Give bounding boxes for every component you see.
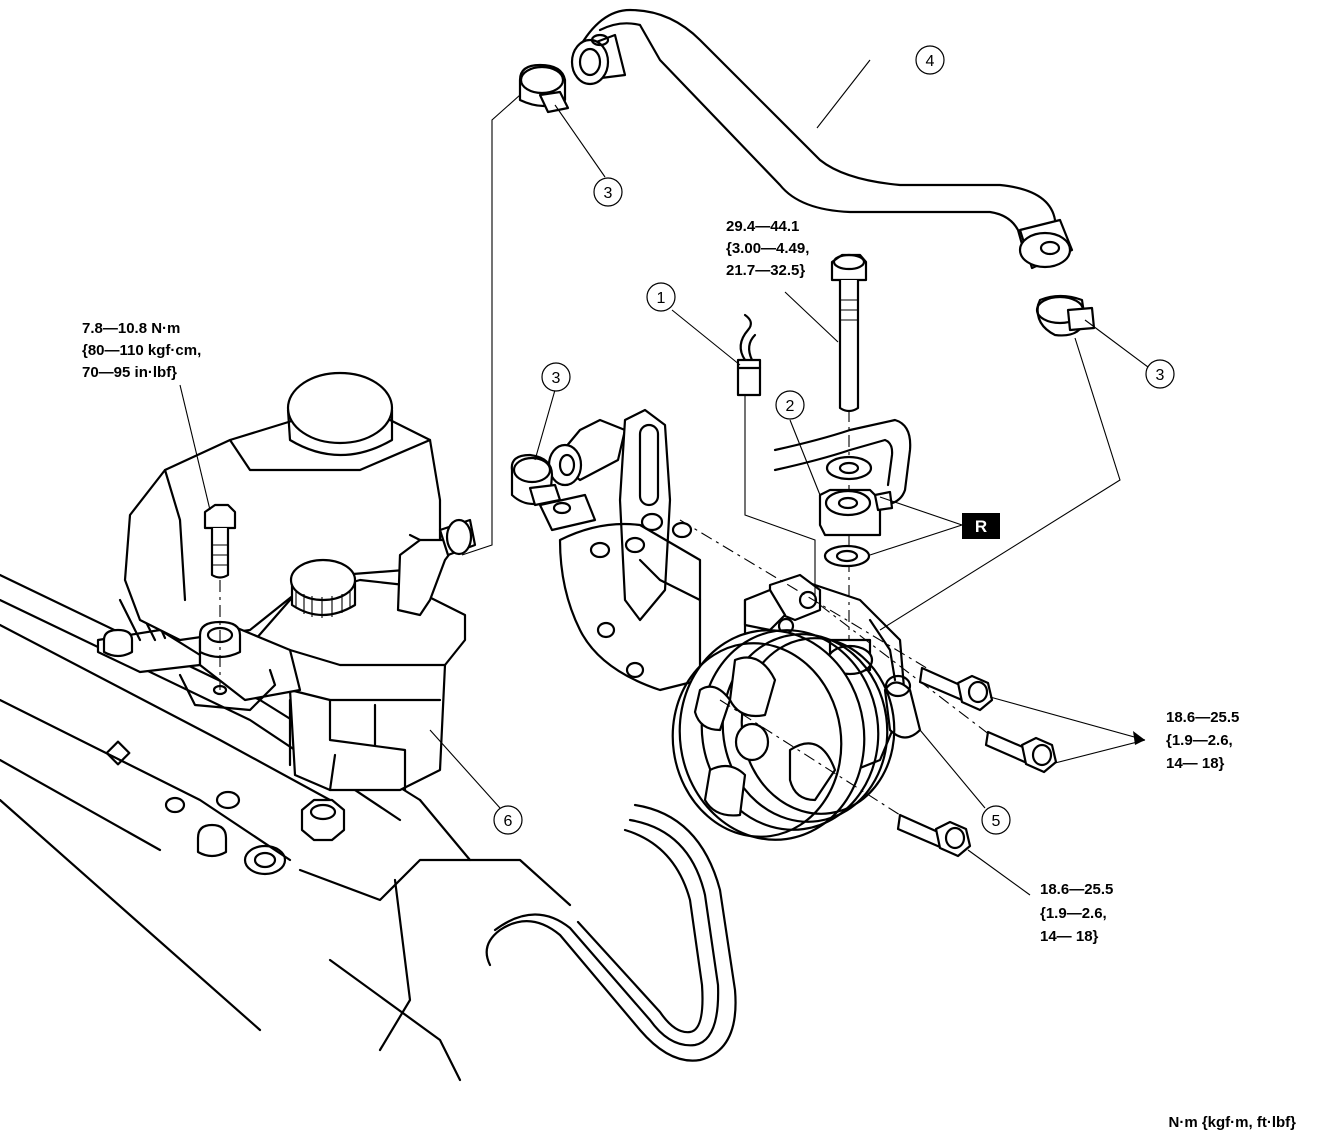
torque-spec-reservoir: 7.8—10.8 N·m {80—110 kgf·cm, 70—95 in·lb… bbox=[82, 320, 201, 381]
svg-text:18.6—25.5: 18.6—25.5 bbox=[1166, 709, 1239, 726]
pump-bolt-a bbox=[918, 666, 994, 712]
replace-part-marker: R bbox=[962, 513, 1000, 539]
svg-text:29.4—44.1: 29.4—44.1 bbox=[726, 218, 799, 235]
callout-6: 6 bbox=[493, 805, 523, 835]
svg-text:21.7—32.5}: 21.7—32.5} bbox=[726, 262, 805, 279]
svg-text:3: 3 bbox=[552, 370, 561, 387]
torque-spec-pipe-bolt: 29.4—44.1 {3.00—4.49, 21.7—32.5} bbox=[726, 218, 809, 279]
callout-3-right: 3 bbox=[1145, 359, 1175, 389]
callout-3-middle: 3 bbox=[541, 362, 571, 392]
callout-4: 4 bbox=[915, 45, 945, 75]
svg-text:4: 4 bbox=[926, 53, 935, 70]
svg-text:70—95 in·lbf}: 70—95 in·lbf} bbox=[82, 364, 177, 381]
marker-label: R bbox=[975, 517, 987, 536]
pressure-pipe-bolt bbox=[830, 253, 868, 413]
svg-text:{3.00—4.49,: {3.00—4.49, bbox=[726, 240, 809, 257]
svg-text:{1.9—2.6,: {1.9—2.6, bbox=[1166, 732, 1233, 749]
pump-bolt-c bbox=[896, 813, 972, 858]
svg-text:1: 1 bbox=[657, 290, 666, 307]
pump-bolt-b bbox=[984, 730, 1058, 774]
hose-clamp-upper bbox=[518, 63, 570, 114]
svg-text:{80—110 kgf·cm,: {80—110 kgf·cm, bbox=[82, 342, 201, 359]
coolant-tank bbox=[123, 371, 442, 642]
return-hose bbox=[570, 8, 1074, 270]
reservoir bbox=[178, 518, 477, 792]
pressure-pipe bbox=[773, 418, 912, 568]
callout-3-upper: 3 bbox=[593, 177, 623, 207]
svg-text:3: 3 bbox=[1156, 367, 1165, 384]
drive-belt bbox=[485, 803, 737, 1062]
svg-text:3: 3 bbox=[604, 185, 613, 202]
pump-pulley bbox=[671, 629, 896, 841]
svg-text:14— 18}: 14— 18} bbox=[1166, 755, 1225, 772]
engine-frame bbox=[0, 573, 572, 1082]
svg-text:{1.9—2.6,: {1.9—2.6, bbox=[1040, 905, 1107, 922]
svg-text:18.6—25.5: 18.6—25.5 bbox=[1040, 881, 1113, 898]
inlet-hose bbox=[510, 418, 627, 507]
svg-text:14— 18}: 14— 18} bbox=[1040, 928, 1099, 945]
pressure-switch-connector bbox=[736, 313, 762, 397]
svg-text:2: 2 bbox=[786, 398, 795, 415]
torque-spec-pump-upper: 18.6—25.5 {1.9—2.6, 14— 18} bbox=[1166, 709, 1239, 772]
reservoir-bolt bbox=[203, 503, 237, 579]
torque-spec-pump-lower: 18.6—25.5 {1.9—2.6, 14— 18} bbox=[1040, 881, 1113, 945]
hose-clamp-right bbox=[1035, 294, 1096, 337]
svg-text:6: 6 bbox=[504, 813, 513, 830]
svg-text:7.8—10.8 N·m: 7.8—10.8 N·m bbox=[82, 320, 180, 337]
units-legend: N·m {kgf·m, ft·lbf} bbox=[1169, 1114, 1297, 1131]
callout-1: 1 bbox=[646, 282, 676, 312]
engine-bracket bbox=[538, 408, 702, 692]
svg-text:5: 5 bbox=[992, 813, 1001, 830]
callout-2: 2 bbox=[775, 390, 805, 420]
callout-5: 5 bbox=[981, 805, 1011, 835]
